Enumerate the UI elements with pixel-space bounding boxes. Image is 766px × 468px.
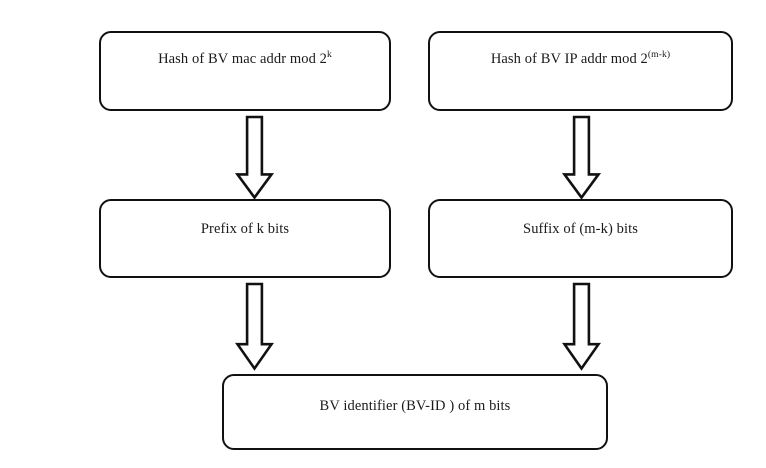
bv-identifier-label: BV identifier (BV-ID ) of m bits: [319, 398, 511, 414]
hash-of-bv-mac-addr-label: Hash of BV mac addr mod 2k: [158, 49, 332, 67]
suffix-of-m-minus-k-bits-box[interactable]: Suffix of (m-k) bits: [428, 199, 733, 278]
bv-identifier-box[interactable]: BV identifier (BV-ID ) of m bits: [222, 374, 608, 450]
prefix-of-k-bits-label: Prefix of k bits: [200, 221, 290, 237]
hash-of-bv-mac-addr-box[interactable]: Hash of BV mac addr mod 2k: [99, 31, 391, 111]
suffix-of-m-minus-k-bits-label: Suffix of (m-k) bits: [523, 221, 638, 237]
hash-of-bv-ip-addr-label: Hash of BV IP addr mod 2(m-k): [490, 49, 671, 67]
hash-of-bv-ip-addr-box[interactable]: Hash of BV IP addr mod 2(m-k): [428, 31, 733, 111]
arrow-hash-mac-to-prefix: [234, 115, 275, 200]
prefix-of-k-bits-box[interactable]: Prefix of k bits: [99, 199, 391, 278]
arrow-hash-ip-to-suffix: [561, 115, 602, 200]
arrow-prefix-to-bv-identifier: [235, 282, 274, 371]
arrow-suffix-to-bv-identifier: [562, 282, 601, 371]
